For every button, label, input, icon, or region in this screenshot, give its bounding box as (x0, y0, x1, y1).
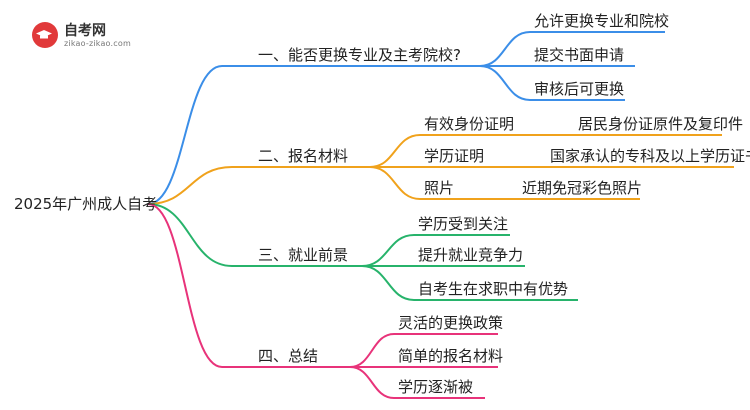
branch-4-child-3: 学历逐渐被 (398, 378, 474, 396)
graduation-cap-icon (32, 22, 58, 48)
branch-2-detail-1: 居民身份证原件及复印件 (578, 115, 744, 133)
connector-b2-c1 (369, 134, 555, 168)
site-logo[interactable]: 自考网 zikao-zikao.com (32, 20, 144, 52)
branch-4-child-1: 灵活的更换政策 (398, 314, 504, 332)
branch-2-label: 二、报名材料 (258, 147, 349, 165)
branch-1-child-2: 提交书面申请 (534, 46, 625, 64)
branch-1-child-3: 审核后可更换 (534, 80, 625, 98)
graduation-cap-glyph (36, 30, 52, 39)
branch-1-label: 一、能否更换专业及主考院校? (258, 46, 461, 64)
connector-root-branch-1 (147, 65, 480, 205)
logo-title: 自考网 (64, 23, 106, 39)
root-node: 2025年广州成人自考 (14, 195, 158, 213)
branch-3-child-2: 提升就业竞争力 (418, 246, 524, 264)
branch-4-label: 四、总结 (258, 347, 319, 365)
connector-b1-c3 (479, 65, 625, 101)
branch-2-detail-3: 近期免冠彩色照片 (522, 179, 643, 197)
branch-1-child-1: 允许更换专业和院校 (534, 12, 670, 30)
branch-4-child-2: 简单的报名材料 (398, 347, 504, 365)
connector-b3-c3 (361, 265, 578, 301)
branch-3-label: 三、就业前景 (258, 246, 349, 264)
branch-2-detail-2: 国家承认的专科及以上学历证书 (550, 147, 750, 165)
branch-2-child-3: 照片 (424, 179, 455, 197)
branch-2-child-1: 有效身份证明 (424, 115, 515, 133)
connector-root-branch-2 (147, 166, 370, 205)
branch-3-child-3: 自考生在求职中有优势 (418, 280, 569, 298)
logo-subtitle: zikao-zikao.com (64, 39, 131, 48)
connector-b4-c3 (349, 366, 485, 399)
connector-b4-c1 (349, 333, 498, 368)
branch-2-child-2: 学历证明 (424, 147, 485, 165)
connector-root-branch-3 (147, 203, 362, 267)
connector-b2-c3 (369, 166, 505, 200)
connector-b1-c1 (479, 31, 665, 67)
connector-root-branch-4 (147, 203, 350, 368)
connector-b3-c1 (361, 234, 510, 267)
branch-3-child-1: 学历受到关注 (418, 215, 509, 233)
